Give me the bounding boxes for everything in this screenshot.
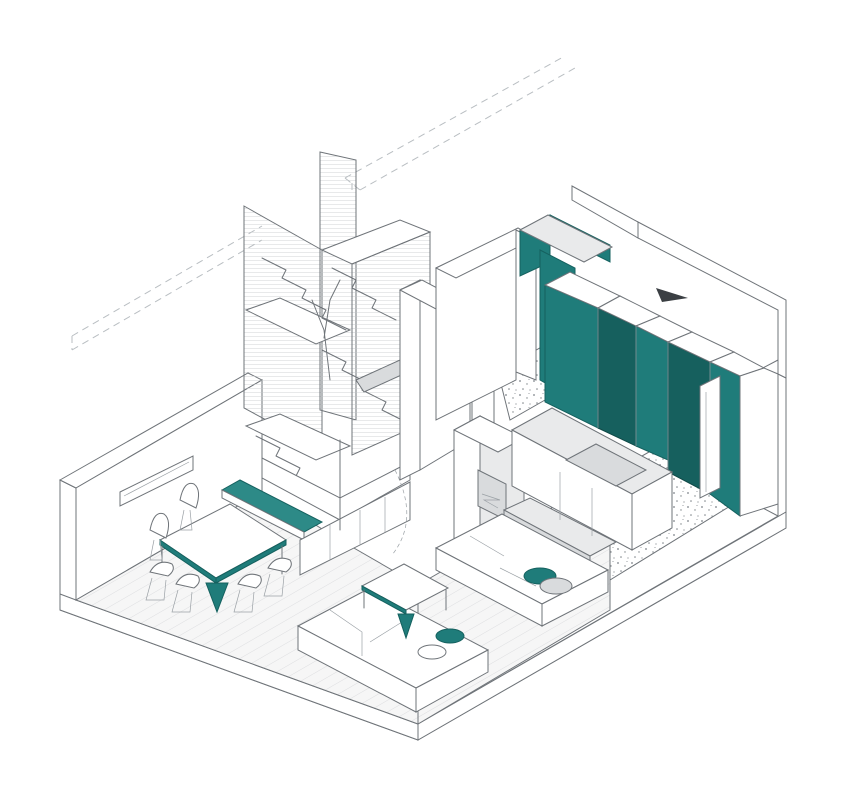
coffee-table: [360, 563, 450, 640]
cushion: [539, 577, 573, 595]
chair: [145, 561, 174, 601]
chair: [233, 573, 262, 613]
dashed-upper-level-outline: [71, 55, 576, 351]
kitchen-back-units: [699, 375, 721, 499]
cooktop: [564, 443, 648, 487]
wall-artwork: [119, 455, 194, 507]
chair: [263, 557, 292, 597]
dining-chairs: [145, 482, 292, 613]
chair: [179, 482, 200, 531]
cushion: [417, 644, 447, 660]
under-stair-bench: [220, 439, 411, 576]
partition-walls: [398, 227, 538, 481]
chair: [171, 573, 200, 613]
cushion: [435, 628, 465, 644]
entrance-triangle-icon: [656, 288, 688, 302]
chair: [149, 512, 170, 561]
sofa: [296, 513, 610, 713]
dining-table: [159, 503, 287, 614]
